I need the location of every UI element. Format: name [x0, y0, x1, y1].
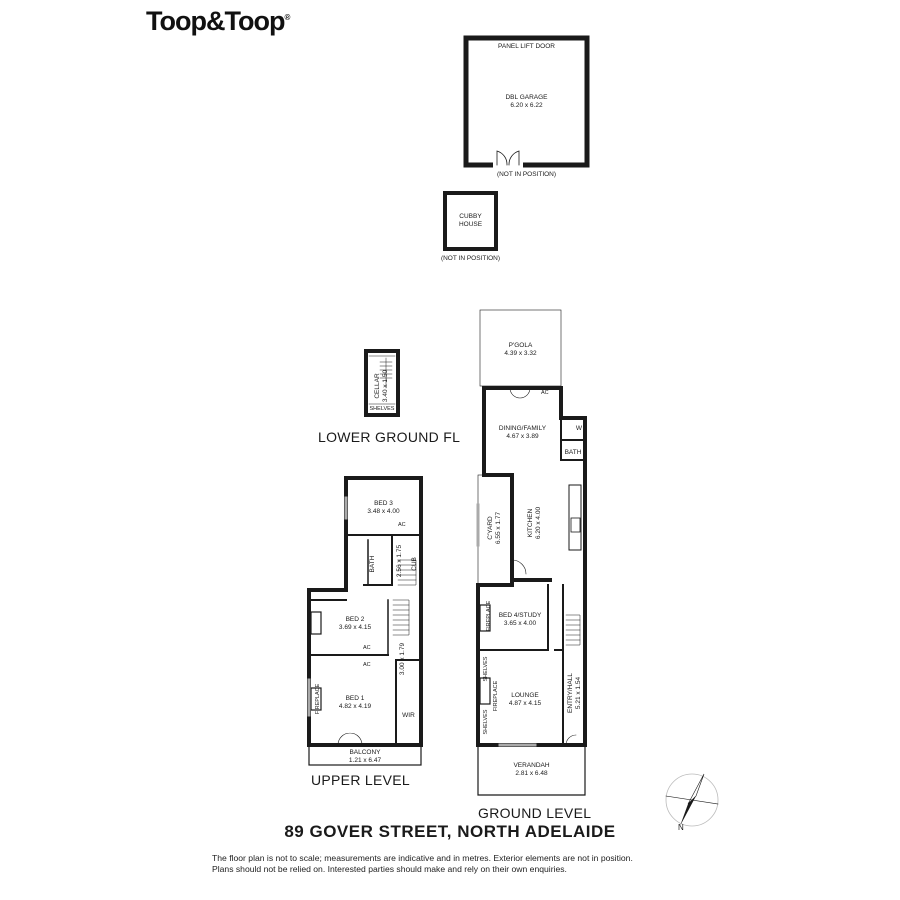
entry-label: ENTRY/HALL 5.21 x 1.54: [567, 663, 583, 723]
entry-dims: 5.21 x 1.54: [575, 676, 582, 710]
bed4-name: BED 4/STUDY: [498, 612, 542, 619]
lounge-label: LOUNGE 4.87 x 4.15: [495, 692, 555, 708]
w-label: W: [575, 425, 583, 432]
dining-name: DINING/FAMILY: [498, 425, 547, 432]
entry-name: ENTRY/HALL: [567, 673, 574, 713]
bed1-label: BED 1 4.82 x 4.19: [320, 695, 390, 711]
bed4-dims: 3.65 x 4.00: [503, 620, 537, 627]
upper-hall-dims: 3.00 x 1.79: [399, 642, 406, 676]
cubby-note: (NOT IN POSITION): [440, 255, 501, 262]
disclaimer-line1: The floor plan is not to scale; measurem…: [212, 853, 633, 863]
upper-ac-3: AC: [363, 662, 371, 668]
garage-door-label: PANEL LIFT DOOR: [498, 43, 555, 50]
upper-bath-label: BATH: [369, 555, 376, 573]
bed2-label: BED 2 3.69 x 4.15: [320, 616, 390, 632]
garage-name: DBL GARAGE: [505, 94, 548, 101]
verandah-name: VERANDAH: [513, 762, 550, 769]
disclaimer-line2: Plans should not be relied on. Intereste…: [212, 864, 567, 874]
bed2-dims: 3.69 x 4.15: [338, 624, 372, 631]
compass-rose: [665, 773, 719, 827]
bed4-fireplace-label: FIREPLACE: [486, 600, 492, 632]
balcony-name: BALCONY: [349, 749, 381, 756]
dining-dims: 4.67 x 3.89: [506, 433, 539, 440]
cellar-dims: 3.40 x 1.50: [382, 369, 389, 403]
courtyard-name: C'YARD: [487, 516, 494, 540]
kitchen-label: KITCHEN 6.20 x 4.00: [527, 498, 543, 548]
garage-label: DBL GARAGE 6.20 x 6.22: [466, 94, 587, 110]
cubby-label: CUBBY HOUSE: [445, 213, 496, 229]
courtyard-label: C'YARD 6.55 x 1.77: [487, 503, 503, 553]
upper-ac-2: AC: [363, 645, 371, 651]
cubby-line1: CUBBY: [459, 213, 482, 220]
compass-north-label: N: [678, 823, 684, 832]
lounge-name: LOUNGE: [511, 692, 539, 699]
kitchen-name: KITCHEN: [527, 508, 534, 538]
upper-ac-1: AC: [398, 522, 406, 528]
upper-fireplace-label: FIREPLACE: [315, 683, 321, 715]
upper-level-outline: [307, 476, 423, 766]
bed1-name: BED 1: [345, 695, 365, 702]
lounge-dims: 4.87 x 4.15: [508, 700, 542, 707]
upper-landing-dims: 2.56 x 1.75: [396, 544, 403, 578]
bed2-name: BED 2: [345, 616, 365, 623]
pergola-label: P'GOLA 4.39 x 3.32: [480, 342, 561, 358]
brand-mark: ®: [284, 13, 291, 22]
lower-ground-title: LOWER GROUND FL: [318, 429, 461, 445]
ground-level-outline: [476, 309, 587, 796]
balcony-label: BALCONY 1.21 x 6.47: [309, 749, 421, 765]
pergola-name: P'GOLA: [508, 342, 533, 349]
cub-label: CUB: [411, 557, 418, 571]
courtyard-dims: 6.55 x 1.77: [495, 511, 502, 545]
verandah-dims: 2.81 x 6.48: [515, 770, 548, 777]
bed3-dims: 3.48 x 4.00: [367, 508, 400, 515]
lounge-shelves-bottom: SHELVES: [483, 709, 489, 735]
balcony-dims: 1.21 x 6.47: [348, 757, 382, 764]
kitchen-dims: 6.20 x 4.00: [535, 506, 542, 540]
cellar-name: CELLAR: [374, 373, 381, 399]
garage-outline: [463, 35, 590, 168]
cubby-line2: HOUSE: [458, 221, 483, 228]
cellar-label: CELLAR 3.40 x 1.50: [374, 354, 390, 418]
property-address: 89 GOVER STREET, NORTH ADELAIDE: [284, 822, 616, 841]
brand-name: Toop&Toop: [146, 6, 285, 36]
dining-label: DINING/FAMILY 4.67 x 3.89: [484, 425, 561, 441]
wir-label: WIR: [402, 712, 415, 719]
upper-level-title: UPPER LEVEL: [311, 772, 411, 788]
bed3-label: BED 3 3.48 x 4.00: [346, 500, 421, 516]
garage-note: (NOT IN POSITION): [496, 171, 557, 178]
cellar-outline: [364, 349, 400, 417]
cubby-outline: [443, 191, 498, 251]
bed3-name: BED 3: [374, 500, 393, 507]
pergola-dims: 4.39 x 3.32: [504, 350, 537, 357]
ground-level-title: GROUND LEVEL: [478, 805, 592, 821]
verandah-label: VERANDAH 2.81 x 6.48: [478, 762, 585, 778]
lounge-shelves-top: SHELVES: [483, 656, 489, 682]
cellar-shelves-bottom: SHELVES: [369, 406, 395, 412]
ground-bath-label: BATH: [564, 449, 582, 456]
garage-dims: 6.20 x 6.22: [510, 102, 543, 109]
brand-logo: Toop&Toop®: [146, 6, 290, 37]
disclaimer: The floor plan is not to scale; measurem…: [212, 853, 633, 875]
bed4-label: BED 4/STUDY 3.65 x 4.00: [492, 612, 548, 628]
bed1-dims: 4.82 x 4.19: [338, 703, 372, 710]
ground-ac-1: AC: [541, 390, 549, 396]
